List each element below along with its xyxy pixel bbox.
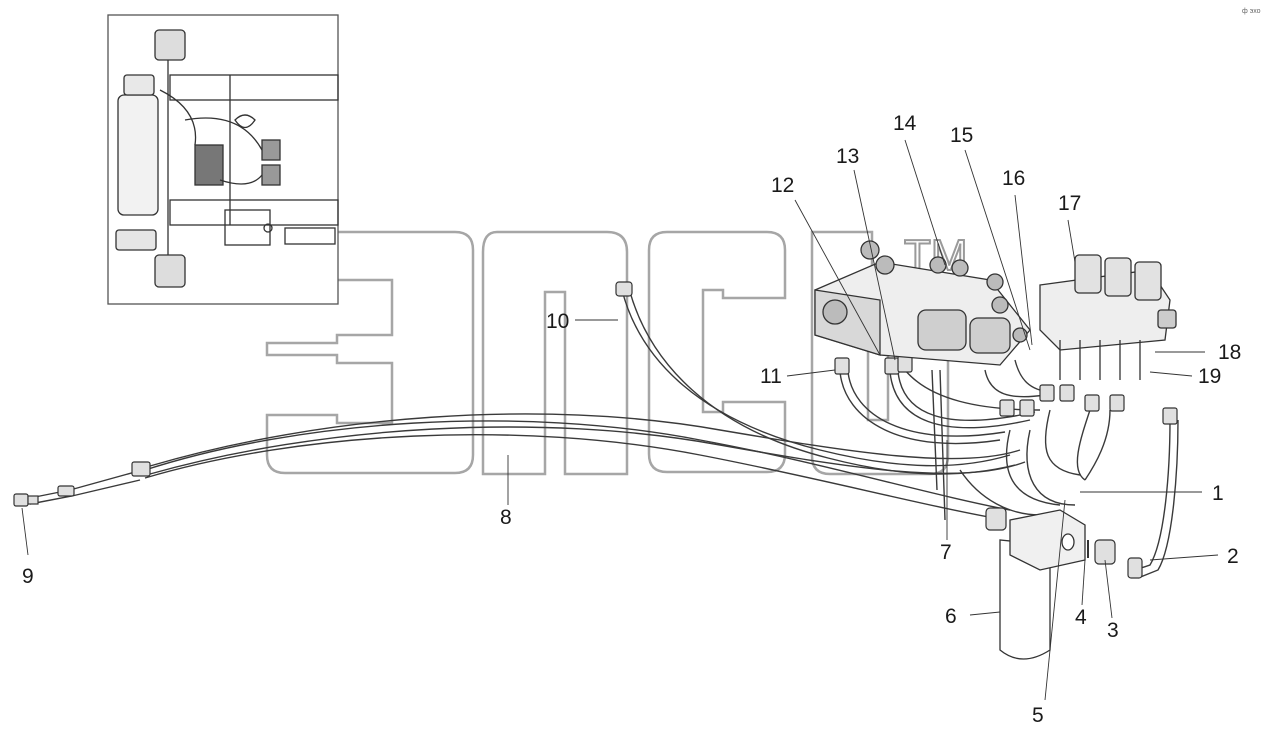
callout-18: 18 <box>1218 341 1241 364</box>
callout-8: 8 <box>500 506 512 529</box>
callout-17: 17 <box>1058 192 1081 215</box>
callout-4: 4 <box>1075 606 1087 629</box>
distributor-block <box>1039 254 1177 380</box>
fittings <box>13 281 1178 579</box>
callout-labels: 1 2 3 4 5 6 7 8 9 10 11 12 13 14 15 16 1… <box>22 112 1241 727</box>
callout-15: 15 <box>950 124 973 147</box>
callout-9: 9 <box>22 565 34 588</box>
callout-3: 3 <box>1107 619 1119 642</box>
inset-tractor-view <box>107 14 339 305</box>
callout-5: 5 <box>1032 704 1044 727</box>
callout-19: 19 <box>1198 365 1221 388</box>
callout-16: 16 <box>1002 167 1025 190</box>
valve-block <box>814 240 1031 366</box>
callout-13: 13 <box>836 145 859 168</box>
callout-14: 14 <box>893 112 917 135</box>
filter-assembly <box>999 509 1089 660</box>
adapter-3 <box>1094 539 1116 565</box>
hose-bundle <box>29 289 1179 579</box>
corner-mark: ф эхо <box>1242 8 1261 15</box>
callout-11: 11 <box>760 365 782 388</box>
watermark-logo <box>265 230 950 476</box>
callout-1: 1 <box>1212 482 1224 505</box>
callout-2: 2 <box>1227 545 1239 568</box>
fitting-10 <box>615 281 633 297</box>
callout-12: 12 <box>771 174 794 197</box>
leader-lines <box>21 139 1219 701</box>
callout-7: 7 <box>940 541 952 564</box>
connector-9 <box>13 493 29 507</box>
callout-6: 6 <box>945 605 957 628</box>
callout-10: 10 <box>546 310 569 333</box>
